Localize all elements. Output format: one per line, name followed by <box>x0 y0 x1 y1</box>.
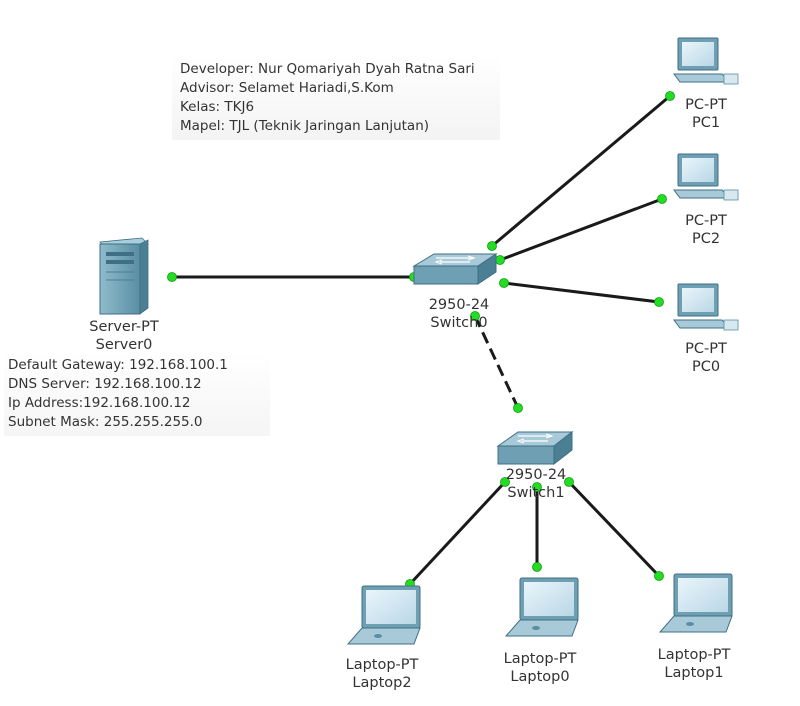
device-model: Server-PT <box>89 319 159 335</box>
device-model: Laptop-PT <box>657 647 731 663</box>
port-indicator <box>499 278 509 288</box>
device-model: PC-PT <box>685 341 727 357</box>
developer-note-box <box>172 56 500 140</box>
device-label-pc2: PC-PT PC2 <box>685 212 727 248</box>
device-label-laptop1: Laptop-PT Laptop1 <box>658 646 731 682</box>
device-name: Server0 <box>95 337 153 353</box>
port-indicator <box>532 482 542 492</box>
device-name: PC2 <box>691 231 721 247</box>
port-indicator <box>495 255 505 265</box>
note-kelas: Kelas: TKJ6 <box>180 99 255 115</box>
pc-icon[interactable] <box>673 37 739 85</box>
device-name: Switch1 <box>507 485 565 501</box>
port-indicator <box>564 477 574 487</box>
note-mask: Subnet Mask: 255.255.255.0 <box>8 414 203 430</box>
switch-icon[interactable] <box>496 430 574 466</box>
device-label-laptop2: Laptop-PT Laptop2 <box>346 656 419 692</box>
device-name: PC0 <box>691 359 721 375</box>
laptop-icon[interactable] <box>346 585 421 645</box>
pc-icon[interactable] <box>673 283 739 331</box>
pc-icon[interactable] <box>673 153 739 201</box>
device-model: PC-PT <box>685 213 727 229</box>
port-indicator <box>500 477 510 487</box>
link-switch0-pc2[interactable] <box>499 197 663 262</box>
device-label-server0: Server-PT Server0 <box>89 318 158 354</box>
note-mapel: Mapel: TJL (Teknik Jaringan Lanjutan) <box>180 118 430 134</box>
device-label-pc1: PC-PT PC1 <box>685 96 727 132</box>
laptop-icon[interactable] <box>504 577 579 637</box>
device-model: Laptop-PT <box>503 651 577 667</box>
note-advisor: Advisor: Selamet Hariadi,S.Kom <box>180 80 394 96</box>
link-switch0-pc1[interactable] <box>491 94 671 248</box>
port-indicator <box>654 297 664 307</box>
port-indicator <box>532 562 542 572</box>
device-name: Laptop1 <box>664 665 724 681</box>
device-model: Laptop-PT <box>345 657 419 673</box>
device-name: Laptop2 <box>352 675 412 691</box>
device-name: Switch0 <box>430 315 488 331</box>
link-switch1-laptop1[interactable] <box>567 480 661 578</box>
server-info-note: Default Gateway: 192.168.100.1 DNS Serve… <box>8 356 228 432</box>
port-indicator <box>665 91 675 101</box>
server-icon[interactable] <box>99 237 149 315</box>
port-indicator <box>470 311 480 321</box>
device-label-switch0: 2950-24 Switch0 <box>429 296 490 332</box>
server-info-box <box>4 352 270 436</box>
port-indicator <box>513 403 523 413</box>
switch-icon[interactable] <box>412 253 498 285</box>
note-gateway: Default Gateway: 192.168.100.1 <box>8 357 228 373</box>
device-name: PC1 <box>691 115 721 131</box>
port-indicator <box>654 571 664 581</box>
note-ip: Ip Address:192.168.100.12 <box>8 395 191 411</box>
note-dns: DNS Server: 192.168.100.12 <box>8 376 202 392</box>
link-switch1-laptop2[interactable] <box>408 480 507 586</box>
port-indicator <box>657 194 667 204</box>
links <box>172 94 671 586</box>
device-model: 2950-24 <box>505 467 567 483</box>
note-developer: Developer: Nur Qomariyah Dyah Ratna Sari <box>180 61 475 77</box>
device-label-pc0: PC-PT PC0 <box>685 340 727 376</box>
device-name: Laptop0 <box>510 669 570 685</box>
device-model: 2950-24 <box>428 297 490 313</box>
developer-note: Developer: Nur Qomariyah Dyah Ratna Sari… <box>180 60 475 136</box>
device-label-laptop0: Laptop-PT Laptop0 <box>504 650 577 686</box>
device-model: PC-PT <box>685 97 727 113</box>
device-label-switch1: 2950-24 Switch1 <box>506 466 567 502</box>
port-indicator <box>167 272 177 282</box>
laptop-icon[interactable] <box>658 573 733 633</box>
port-indicator <box>487 241 497 251</box>
link-switch0-pc0[interactable] <box>503 281 660 304</box>
